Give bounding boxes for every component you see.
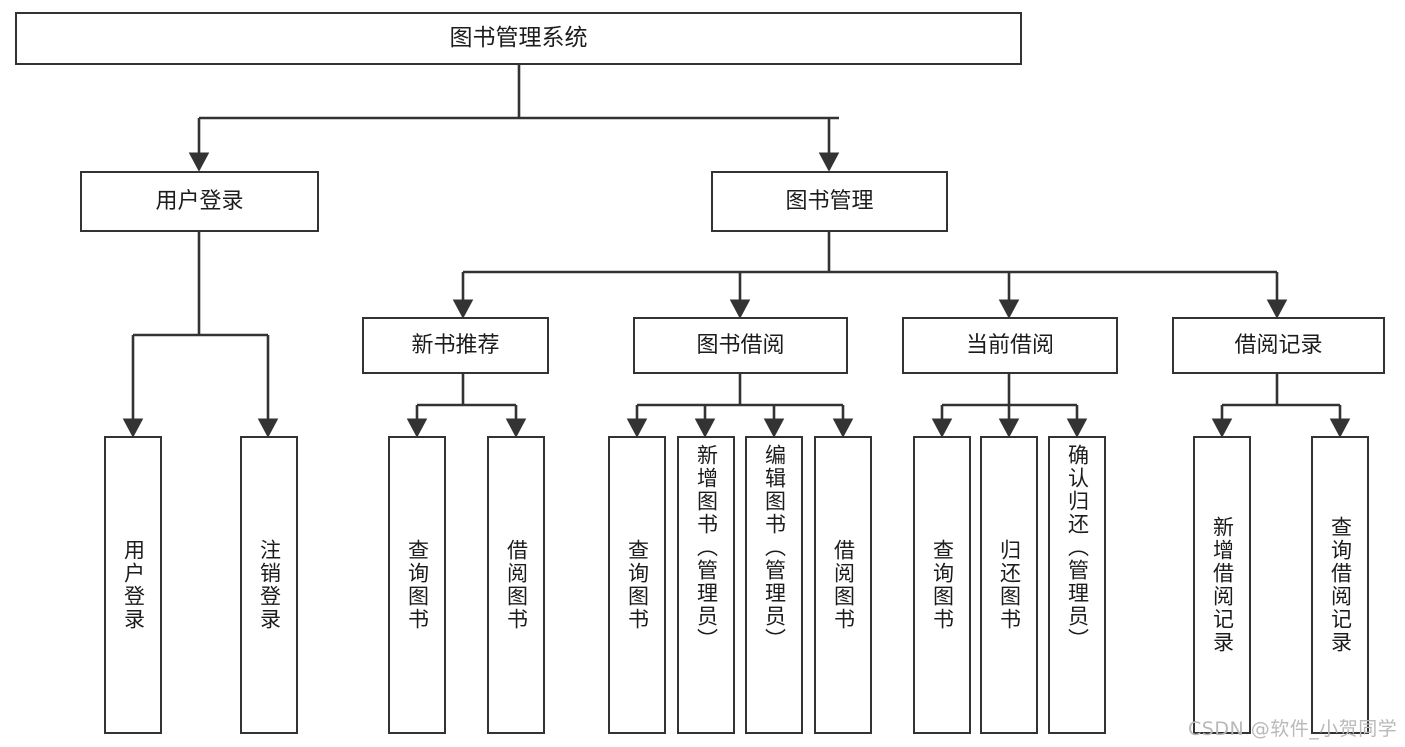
- node-leaf-query-book-3[interactable]: 查询图书: [913, 436, 971, 734]
- node-root-label: 图书管理系统: [449, 25, 588, 52]
- node-leaf-return-book[interactable]: 归还图书: [980, 436, 1038, 734]
- node-leaf-borrow-book-2-label: 借阅图书: [831, 539, 856, 631]
- node-user-login-label: 用户登录: [155, 188, 244, 214]
- node-user-login[interactable]: 用户登录: [80, 171, 319, 232]
- node-leaf-user-login[interactable]: 用户登录: [104, 436, 162, 734]
- node-borrow-record[interactable]: 借阅记录: [1172, 317, 1385, 374]
- node-leaf-query-book-3-label: 查询图书: [930, 539, 955, 631]
- node-borrow-record-label: 借阅记录: [1234, 332, 1323, 358]
- node-leaf-borrow-book-1-label: 借阅图书: [504, 539, 529, 631]
- node-leaf-logout-login[interactable]: 注销登录: [240, 436, 298, 734]
- node-leaf-edit-book[interactable]: 编辑图书（管理员）: [745, 436, 803, 734]
- node-book-borrow[interactable]: 图书借阅: [633, 317, 848, 374]
- node-leaf-query-book-2[interactable]: 查询图书: [608, 436, 666, 734]
- node-leaf-confirm-return[interactable]: 确认归还（管理员）: [1048, 436, 1106, 734]
- node-leaf-add-book[interactable]: 新增图书（管理员）: [677, 436, 735, 734]
- node-new-book-recommend-label: 新书推荐: [411, 332, 500, 358]
- node-leaf-query-book-2-label: 查询图书: [625, 539, 650, 631]
- node-leaf-return-book-label: 归还图书: [997, 539, 1022, 631]
- node-leaf-confirm-return-label: 确认归还（管理员）: [1065, 444, 1090, 651]
- node-current-borrow[interactable]: 当前借阅: [902, 317, 1118, 374]
- node-leaf-query-record-label: 查询借阅记录: [1328, 516, 1353, 654]
- node-leaf-query-book-1[interactable]: 查询图书: [388, 436, 446, 734]
- node-leaf-add-book-label: 新增图书（管理员）: [694, 444, 719, 651]
- node-leaf-edit-book-label: 编辑图书（管理员）: [762, 444, 787, 651]
- node-leaf-borrow-book-1[interactable]: 借阅图书: [487, 436, 545, 734]
- node-leaf-add-record-label: 新增借阅记录: [1210, 516, 1235, 654]
- watermark: CSDN @软件_小贺同学: [1188, 718, 1398, 740]
- node-book-manage-label: 图书管理: [785, 188, 874, 214]
- node-leaf-query-book-1-label: 查询图书: [405, 539, 430, 631]
- node-book-borrow-label: 图书借阅: [696, 332, 785, 358]
- node-new-book-recommend[interactable]: 新书推荐: [362, 317, 549, 374]
- node-leaf-add-record[interactable]: 新增借阅记录: [1193, 436, 1251, 734]
- node-leaf-query-record[interactable]: 查询借阅记录: [1311, 436, 1369, 734]
- node-leaf-user-login-label: 用户登录: [121, 539, 146, 631]
- node-current-borrow-label: 当前借阅: [965, 332, 1054, 358]
- node-root[interactable]: 图书管理系统: [15, 12, 1022, 65]
- node-leaf-borrow-book-2[interactable]: 借阅图书: [814, 436, 872, 734]
- node-book-manage[interactable]: 图书管理: [711, 171, 948, 232]
- node-leaf-logout-login-label: 注销登录: [257, 539, 282, 631]
